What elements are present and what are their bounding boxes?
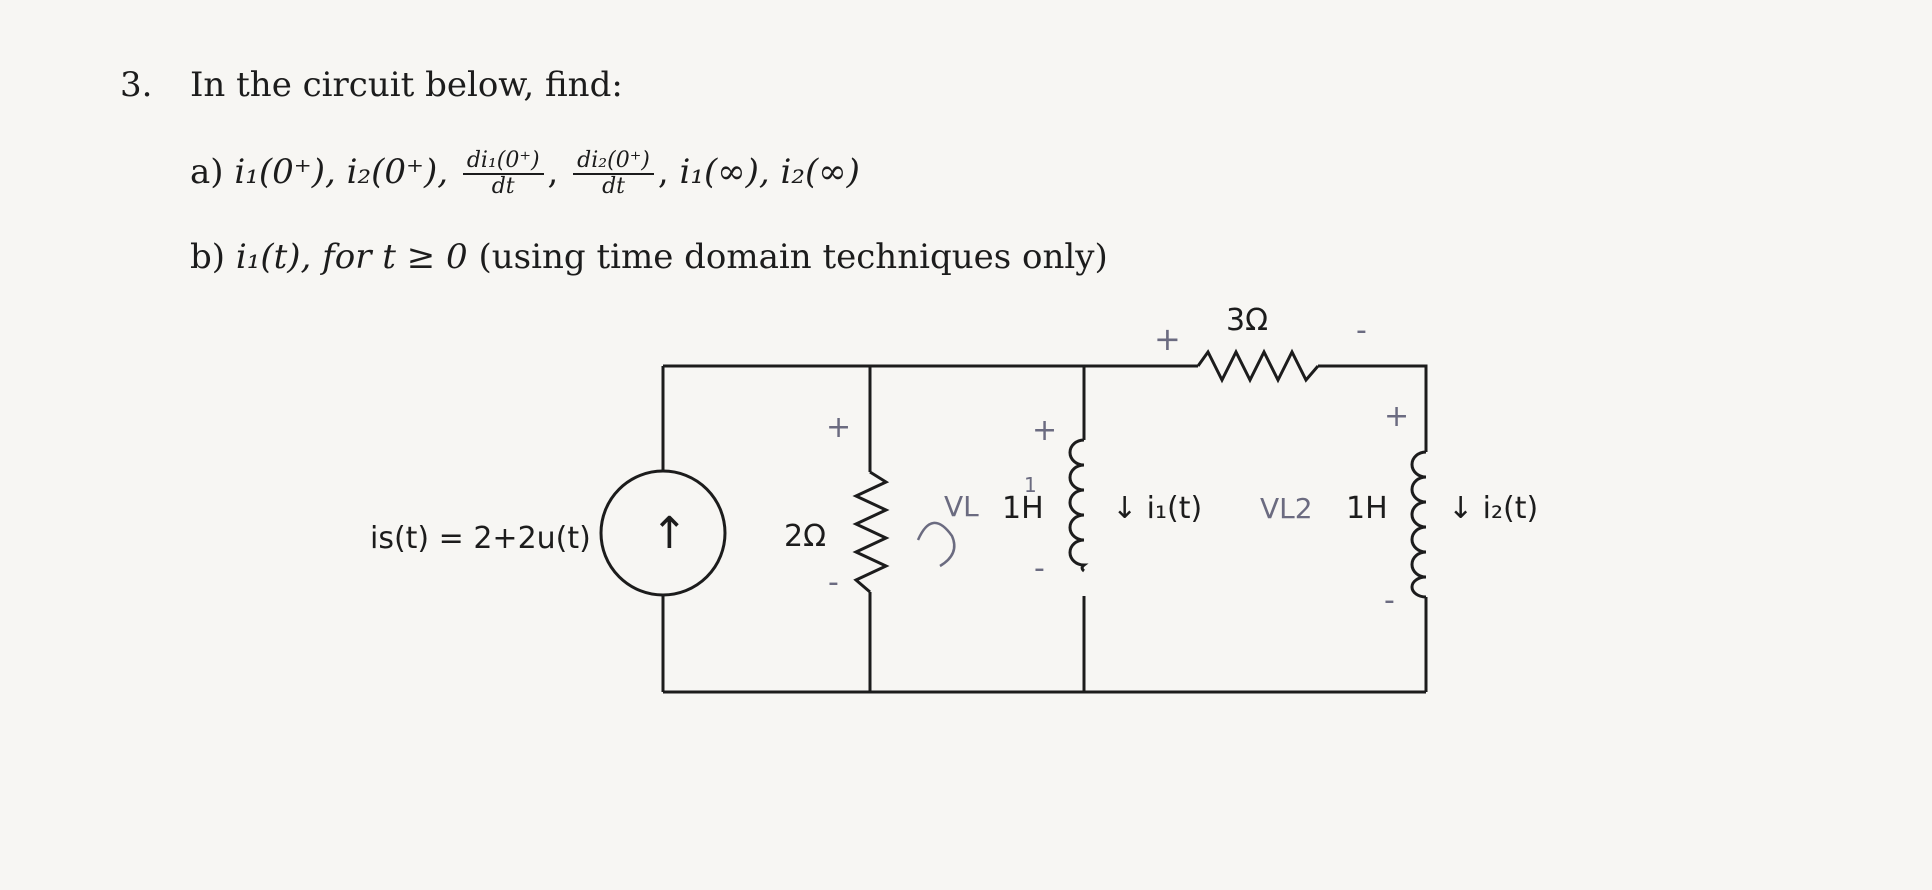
part-b-text: (using time domain techniques only) — [478, 237, 1108, 277]
problem-stem: In the circuit below, find: — [190, 65, 623, 105]
l1-plus: + — [1032, 413, 1057, 448]
r2-resistor — [1196, 348, 1320, 384]
hand-mark — [916, 521, 956, 568]
r1-resistor — [852, 470, 890, 594]
fraction-separator: , — [547, 152, 559, 192]
fraction-di1: di₁(0⁺) dt — [462, 150, 544, 199]
l2-label: 1H — [1346, 491, 1388, 526]
current-source — [599, 469, 727, 597]
problem-number: 3. — [120, 65, 153, 105]
l2-minus: - — [1384, 583, 1395, 618]
r2-label: 3Ω — [1226, 303, 1268, 338]
part-a: a) i₁(0⁺), i₂(0⁺), di₁(0⁺) dt , di₂(0⁺) … — [190, 150, 860, 198]
hand-vl1: VL — [944, 490, 979, 523]
fraction-di1-denominator: dt — [491, 174, 515, 199]
part-b-label: b) — [190, 237, 226, 277]
fraction-di1-numerator: di₁(0⁺) — [462, 150, 544, 175]
r1-label: 2Ω — [784, 519, 826, 554]
l1-label: 1H — [1002, 491, 1044, 526]
fraction-di2-numerator: di₂(0⁺) — [573, 150, 654, 175]
l2-plus: + — [1384, 399, 1409, 434]
r2-plus: + — [1154, 320, 1181, 358]
i1-label: ↓ i₁(t) — [1112, 491, 1202, 526]
source-label: is(t) = 2+2u(t) — [370, 521, 591, 556]
part-a-term-2: i₂(0⁺), — [346, 152, 449, 192]
part-a-label: a) — [190, 152, 224, 192]
part-b-func: i₁(t), — [235, 237, 312, 277]
part-b-condition: for t ≥ 0 — [322, 237, 468, 277]
hand-vl1-sub: 1 — [1024, 473, 1037, 497]
l1-inductor — [1068, 438, 1089, 573]
r2-minus: - — [1356, 313, 1367, 348]
part-a-term-1: i₁(0⁺), — [234, 152, 336, 192]
i2-label: ↓ i₂(t) — [1448, 491, 1538, 526]
fraction-separator-2: , — [657, 152, 669, 192]
hand-vl2: VL2 — [1260, 492, 1313, 525]
l2-inductor — [1410, 450, 1427, 599]
top-wire-right — [1318, 364, 1428, 426]
part-a-tail: i₁(∞), i₂(∞) — [679, 152, 860, 192]
r1-minus: - — [828, 565, 839, 600]
fraction-di2: di₂(0⁺) dt — [573, 150, 654, 198]
r1-plus: + — [826, 410, 851, 445]
fraction-di2-denominator: dt — [602, 174, 625, 199]
l1-minus: - — [1034, 551, 1045, 586]
source-arrow-icon: ↑ — [651, 508, 688, 559]
part-b: b) i₁(t), for t ≥ 0 (using time domain t… — [190, 240, 1108, 274]
